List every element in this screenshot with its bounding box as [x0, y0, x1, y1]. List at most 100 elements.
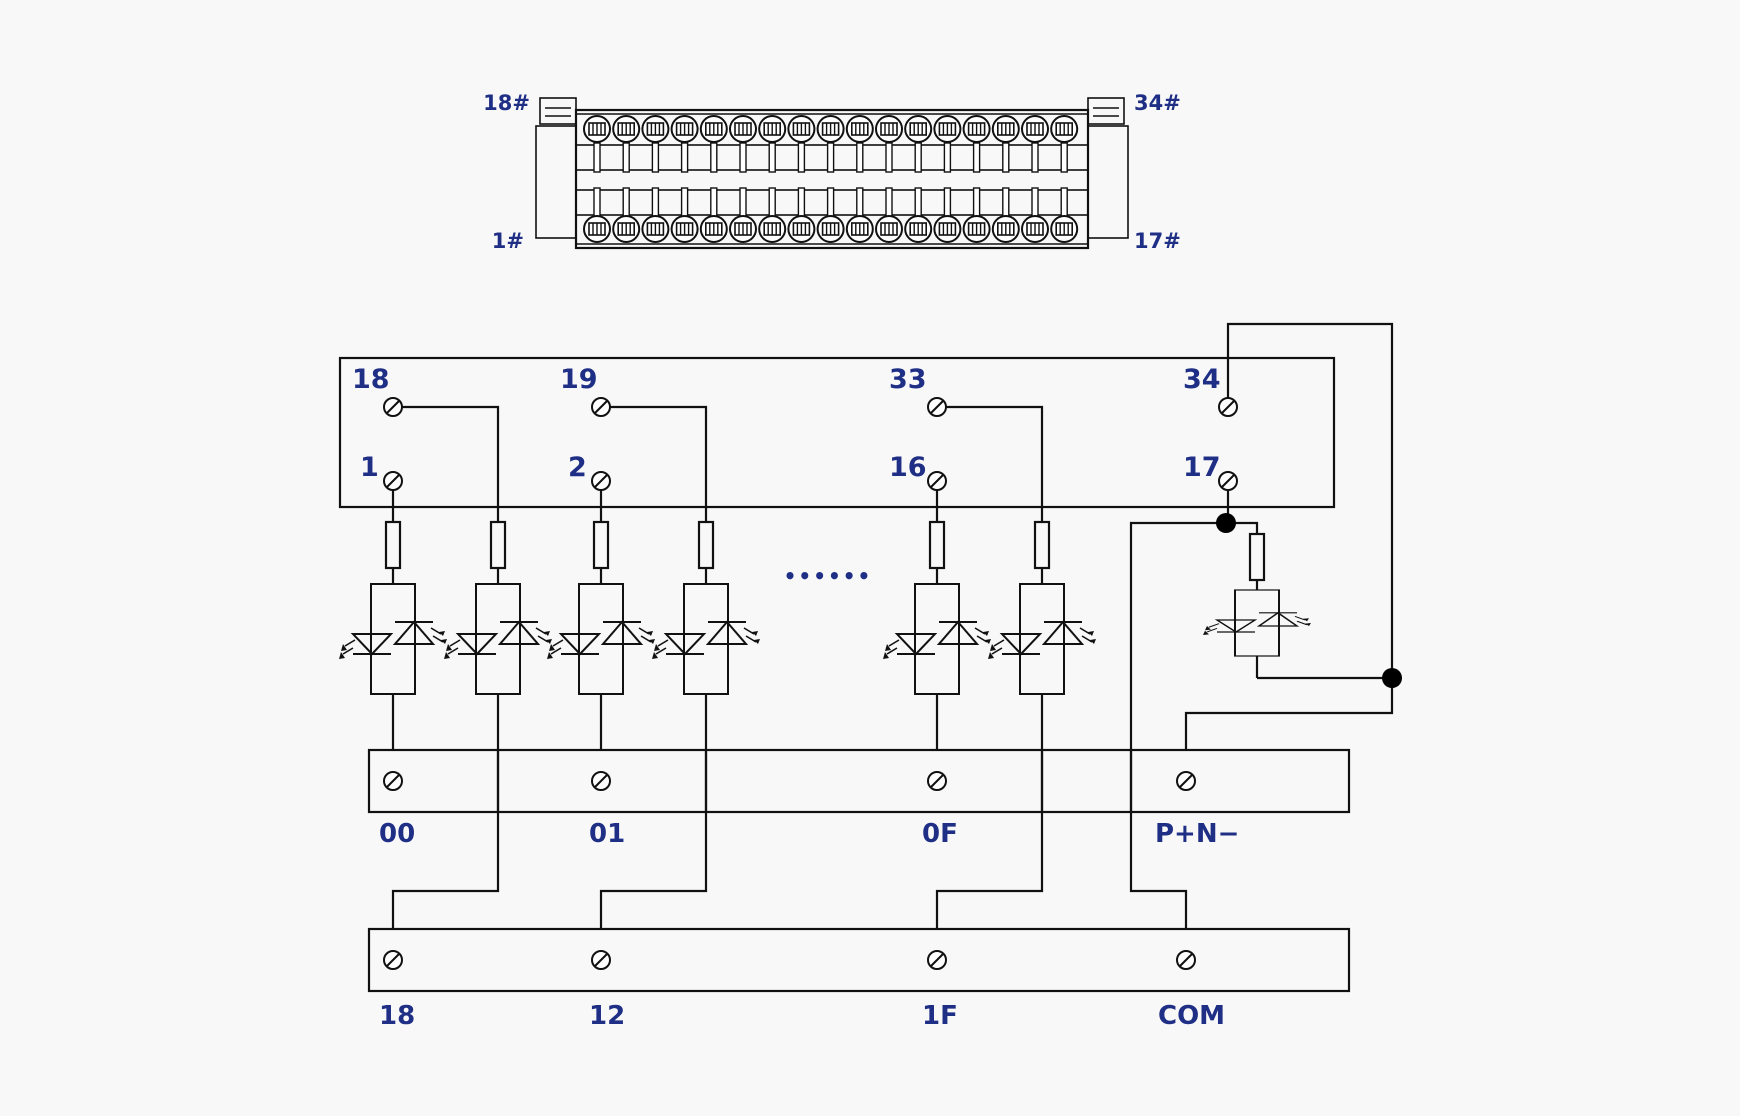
connector-contact: [797, 187, 806, 218]
connector-contact: [826, 187, 835, 218]
connector-terminal[interactable]: [729, 215, 757, 243]
connector-terminal[interactable]: [787, 115, 816, 143]
screw-terminal[interactable]: [383, 471, 403, 491]
screw-terminal[interactable]: [927, 471, 947, 491]
screw-terminal[interactable]: [1218, 397, 1238, 417]
connector-contact: [1031, 187, 1039, 218]
connector-contact: [943, 187, 952, 218]
screw-terminal[interactable]: [591, 771, 611, 791]
connector-contact: [856, 142, 864, 173]
connector-block: 18# 1# 34# 17#: [483, 91, 1181, 253]
screw-terminal[interactable]: [383, 771, 403, 791]
pin-label-1: 1: [360, 452, 379, 483]
connector-terminal[interactable]: [933, 115, 962, 143]
connector-contact: [593, 187, 601, 218]
connector-terminal[interactable]: [845, 115, 874, 143]
connector-label-top-left: 18#: [483, 91, 530, 115]
connector-terminal[interactable]: [641, 215, 670, 243]
output-label-1F: 1F: [922, 1001, 958, 1031]
screw-terminal[interactable]: [383, 950, 403, 970]
screw-terminal[interactable]: [927, 950, 947, 970]
connector-terminal[interactable]: [816, 115, 845, 143]
junction-dot: [1216, 513, 1236, 533]
pin-label-34: 34: [1183, 364, 1221, 395]
input-pin-frame: [338, 356, 1336, 509]
connector-contact: [826, 142, 835, 173]
ellipsis: ••••••: [784, 564, 873, 588]
screw-terminal[interactable]: [927, 397, 947, 417]
connector-terminal[interactable]: [991, 115, 1020, 143]
connector-contact: [1002, 187, 1010, 218]
connector-contact: [710, 187, 718, 218]
connector-contact: [1060, 142, 1068, 173]
connector-contact: [768, 187, 776, 218]
connector-label-bottom-right: 17#: [1134, 229, 1181, 253]
connector-terminal[interactable]: [583, 215, 611, 243]
connector-terminal[interactable]: [699, 215, 728, 243]
connector-contact: [651, 142, 660, 173]
connector-label-top-right: 34#: [1134, 91, 1181, 115]
connector-contact: [651, 187, 660, 218]
connector-terminal[interactable]: [612, 115, 641, 143]
connector-contact: [914, 187, 922, 218]
screw-terminal[interactable]: [591, 950, 611, 970]
connector-terminal[interactable]: [583, 115, 611, 143]
connector-terminal[interactable]: [875, 215, 903, 243]
connector-terminal[interactable]: [670, 115, 699, 143]
screw-terminal[interactable]: [1176, 950, 1196, 970]
output-label-18: 18: [379, 1001, 415, 1031]
connector-contact: [622, 187, 630, 218]
channel-17: 34 17: [1129, 364, 1312, 929]
connector-contact: [710, 142, 718, 173]
connector-terminal[interactable]: [670, 215, 699, 243]
pin-label-2: 2: [568, 452, 587, 483]
connector-contact: [593, 142, 601, 173]
connector-terminal[interactable]: [787, 215, 816, 243]
connector-terminal[interactable]: [699, 115, 728, 143]
connector-contact: [972, 187, 981, 218]
connector-terminal[interactable]: [758, 215, 787, 243]
screw-terminal[interactable]: [927, 771, 947, 791]
connector-terminal[interactable]: [1050, 215, 1079, 243]
connector-terminal[interactable]: [641, 115, 670, 143]
connector-terminal[interactable]: [758, 115, 787, 143]
connector-terminal[interactable]: [729, 115, 757, 143]
connector-terminal[interactable]: [1021, 215, 1049, 243]
connector-label-bottom-left: 1#: [492, 229, 524, 253]
output-bar-top: [367, 748, 1351, 814]
connector-terminal[interactable]: [904, 215, 933, 243]
connector-terminal[interactable]: [933, 215, 962, 243]
channel-16: 33 16: [882, 364, 1097, 929]
channel-1: 18 1: [338, 364, 553, 929]
screw-terminal[interactable]: [383, 397, 403, 417]
connector-contact: [797, 142, 806, 173]
output-label-com: COM: [1158, 1001, 1225, 1031]
screw-terminal[interactable]: [591, 471, 611, 491]
output-label-01: 01: [589, 819, 625, 849]
screw-terminal[interactable]: [1176, 771, 1196, 791]
connector-terminal[interactable]: [991, 215, 1020, 243]
pin-label-33: 33: [889, 364, 927, 395]
pin-label-19: 19: [560, 364, 598, 395]
connector-terminal[interactable]: [845, 215, 874, 243]
connector-terminal[interactable]: [816, 215, 845, 243]
connector-contact: [680, 142, 689, 173]
connector-terminal[interactable]: [612, 215, 641, 243]
connector-contact: [739, 142, 747, 173]
screw-terminal[interactable]: [591, 397, 611, 417]
connector-contact: [856, 187, 864, 218]
connector-terminal[interactable]: [904, 115, 933, 143]
pin-label-17: 17: [1183, 452, 1221, 483]
connector-terminal[interactable]: [962, 115, 991, 143]
connector-contact: [885, 142, 893, 173]
screw-terminal[interactable]: [1218, 471, 1238, 491]
connector-contact: [622, 142, 630, 173]
connector-terminal[interactable]: [1021, 115, 1049, 143]
connector-terminal[interactable]: [875, 115, 903, 143]
output-label-12: 12: [589, 1001, 625, 1031]
connector-terminal[interactable]: [1050, 115, 1079, 143]
connector-contact: [768, 142, 776, 173]
connector-contact: [1002, 142, 1010, 173]
connector-terminal[interactable]: [962, 215, 991, 243]
